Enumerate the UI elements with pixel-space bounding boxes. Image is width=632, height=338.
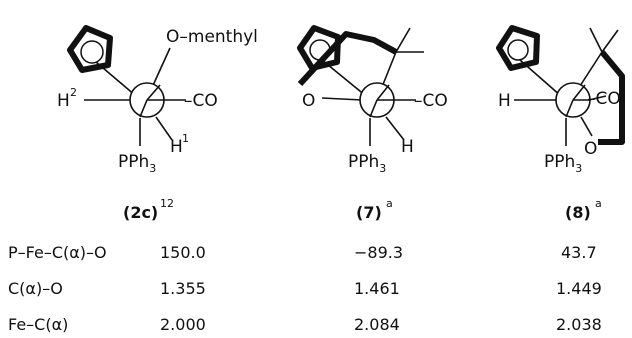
cell-value: 150.0 <box>160 243 206 262</box>
cell-value: 1.461 <box>354 279 400 298</box>
compound-label-8: (8) <box>565 203 591 222</box>
cyclopentadienyl-ring-7 <box>297 25 341 71</box>
front-bond-1-8 <box>572 84 586 101</box>
geometry-table: P–Fe–C(α)–O 150.0 −89.3 43.7 C(α)–O 1.35… <box>8 243 602 334</box>
bond-cmq-8 <box>579 51 603 87</box>
table-row: Fe–C(α) 2.000 2.084 2.038 <box>8 315 602 334</box>
label-h1: H <box>170 137 183 157</box>
bond-cp-7 <box>321 59 367 97</box>
cell-value: 2.084 <box>354 315 400 334</box>
bond-co-8 <box>588 95 607 101</box>
table-row: C(α)–O 1.355 1.461 1.449 <box>8 279 602 298</box>
compound-footnote-7: a <box>386 197 393 210</box>
structure-7: O –CO H PPh3 (7) a <box>297 25 448 222</box>
bond-cmq-7 <box>381 51 397 88</box>
bond-cp-8 <box>519 59 562 97</box>
label-pph3-8: PPh3 <box>544 152 582 175</box>
label-co-2c: –CO <box>184 91 218 111</box>
label-h-7: H <box>401 137 414 157</box>
bond-cp-2c <box>95 61 137 97</box>
front-bond-3-8 <box>565 99 574 118</box>
cyclopentadienyl-inner-circle-2c <box>80 40 104 64</box>
label-h2: H <box>57 91 70 111</box>
chelate-ring-bold-7 <box>297 31 398 87</box>
table-row: P–Fe–C(α)–O 150.0 −89.3 43.7 <box>8 243 597 262</box>
label-o-menthyl: O–menthyl <box>166 27 258 47</box>
front-bond-3-7 <box>369 99 378 118</box>
label-pph3-2c: PPh3 <box>118 152 156 175</box>
row-label-fe-c: Fe–C(α) <box>8 315 68 334</box>
front-bond-1-7 <box>376 84 390 101</box>
cell-value: 43.7 <box>561 243 597 262</box>
label-o-8: O <box>584 139 597 159</box>
bond-o-8 <box>580 116 593 137</box>
cell-value: 2.000 <box>160 315 206 334</box>
compound-label-7: (7) <box>356 203 382 222</box>
compound-label-2c: (2c) <box>123 203 158 222</box>
label-h-8: H <box>498 91 511 111</box>
label-co-8: –CO <box>587 89 621 109</box>
bond-h-7 <box>385 116 405 141</box>
label-h1-sup: 1 <box>182 132 189 145</box>
label-co-7: –CO <box>414 91 448 111</box>
cell-value: 2.038 <box>556 315 602 334</box>
cell-value: 1.355 <box>160 279 206 298</box>
cyclopentadienyl-ring-2c <box>67 25 113 73</box>
cyclopentadienyl-ring-8 <box>496 25 540 71</box>
row-label-c-o: C(α)–O <box>8 279 63 298</box>
row-label-torsion: P–Fe–C(α)–O <box>8 243 107 262</box>
chelate-ring-bold-8 <box>598 50 625 145</box>
structure-8: H –CO O PPh3 (8) a <box>496 25 625 222</box>
front-bond-3-2c <box>139 99 148 118</box>
label-o-7: O <box>302 91 315 111</box>
bond-o-7 <box>321 97 363 101</box>
methyl-1-8 <box>589 27 603 53</box>
cell-value: −89.3 <box>354 243 403 262</box>
label-pph3-7: PPh3 <box>348 152 386 175</box>
methyl-1-7 <box>395 27 411 53</box>
cyclopentadienyl-inner-circle-8 <box>507 39 529 61</box>
front-bond-1-2c <box>146 84 161 101</box>
compound-footnote-8: a <box>595 197 602 210</box>
structure-2c: O–menthyl H 2 –CO H 1 PPh3 (2c) 12 <box>57 25 258 222</box>
label-h2-sup: 2 <box>70 86 77 99</box>
compound-ref-2c: 12 <box>160 197 174 210</box>
bond-h1-2c <box>155 116 173 141</box>
cell-value: 1.449 <box>556 279 602 298</box>
methyl-2-8 <box>601 29 619 53</box>
